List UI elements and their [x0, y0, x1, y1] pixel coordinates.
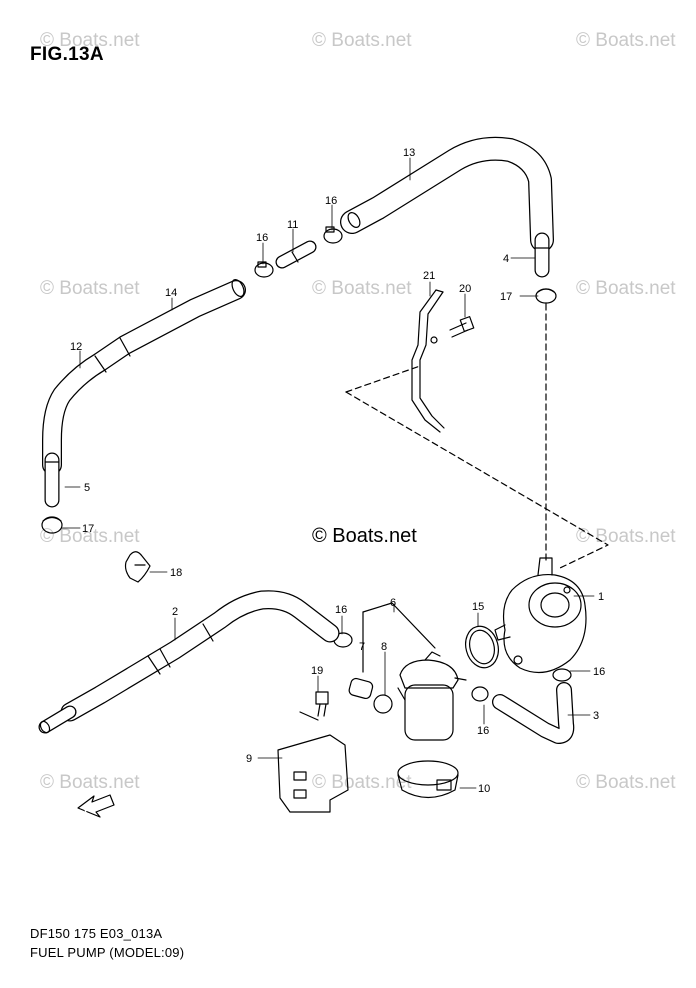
leader-lines [61, 157, 595, 789]
watermark: © Boats.net [576, 278, 676, 299]
callout-2: 2 [172, 606, 178, 618]
callout-1: 1 [598, 591, 604, 603]
watermark: © Boats.net [40, 772, 140, 793]
fuel-pump-1 [494, 557, 587, 674]
callout-14: 14 [165, 287, 177, 299]
clamp-16-pump [552, 668, 572, 682]
clip-18 [124, 551, 151, 583]
callout-19: 19 [311, 665, 323, 677]
bolt-20 [449, 316, 475, 338]
clamp-16-upper-left [254, 261, 274, 278]
bolt-19 [315, 691, 329, 717]
hose-13 [340, 136, 554, 278]
bracket-9 [277, 711, 349, 813]
callout-8: 8 [381, 641, 387, 653]
callout-13: 13 [403, 147, 415, 159]
callout-6: 6 [390, 597, 396, 609]
callout-labels: 1 2 3 4 5 6 7 8 9 10 11 12 13 14 15 16 1… [70, 147, 605, 815]
strap-10 [397, 760, 459, 799]
bracket-21 [411, 289, 445, 433]
watermark: © Boats.net [312, 772, 412, 793]
watermark: © Boats.net [40, 30, 140, 51]
callout-10: 10 [478, 783, 490, 795]
watermark: © Boats.net [312, 30, 412, 51]
watermark: © Boats.net [576, 30, 676, 51]
callout-18: 18 [170, 567, 182, 579]
callout-16: 16 [477, 725, 489, 737]
watermark: © Boats.net [576, 772, 676, 793]
fwd-arrow-icon [77, 794, 115, 818]
fitting-11 [275, 240, 317, 269]
figure-title: FIG.13A [30, 44, 104, 65]
o-ring-15 [465, 625, 499, 669]
callout-9: 9 [246, 753, 252, 765]
footer-line-2: FUEL PUMP (MODEL:09) [30, 945, 185, 960]
callout-15: 15 [472, 601, 484, 613]
fuel-filter-6 [397, 651, 467, 741]
clamp-16-hose3 [471, 686, 489, 702]
callout-20: 20 [459, 283, 471, 295]
callout-5: 5 [84, 482, 90, 494]
watermark: © Boats.net [40, 526, 140, 547]
clamp-17-upper [535, 288, 557, 304]
reference-lines [345, 303, 609, 569]
callout-21: 21 [423, 270, 435, 282]
callout-17: 17 [500, 291, 512, 303]
callout-12: 12 [70, 341, 82, 353]
footer-line-1: DF150 175 E03_013A [30, 926, 163, 941]
callout-11: 11 [287, 219, 298, 231]
callout-16: 16 [335, 604, 347, 616]
watermark: © Boats.net [312, 278, 412, 299]
clamp-16-upper-right [323, 226, 343, 244]
callout-17: 17 [82, 523, 94, 535]
clamp-8 [373, 694, 393, 714]
callout-16: 16 [256, 232, 268, 244]
center-watermark: © Boats.net [312, 525, 417, 547]
callout-3: 3 [593, 710, 599, 722]
watermark: © Boats.net [40, 278, 140, 299]
callout-16: 16 [593, 666, 605, 678]
connector-7 [348, 677, 374, 700]
watermark: © Boats.net [576, 526, 676, 547]
part-group-6-leader [362, 602, 436, 673]
callout-7: 7 [359, 641, 365, 653]
clamp-17-lower [41, 516, 63, 534]
callout-16: 16 [325, 195, 337, 207]
callout-4: 4 [503, 253, 509, 265]
hose-2 [38, 590, 340, 734]
hose-12-14 [42, 278, 246, 508]
hose-3 [492, 682, 575, 744]
